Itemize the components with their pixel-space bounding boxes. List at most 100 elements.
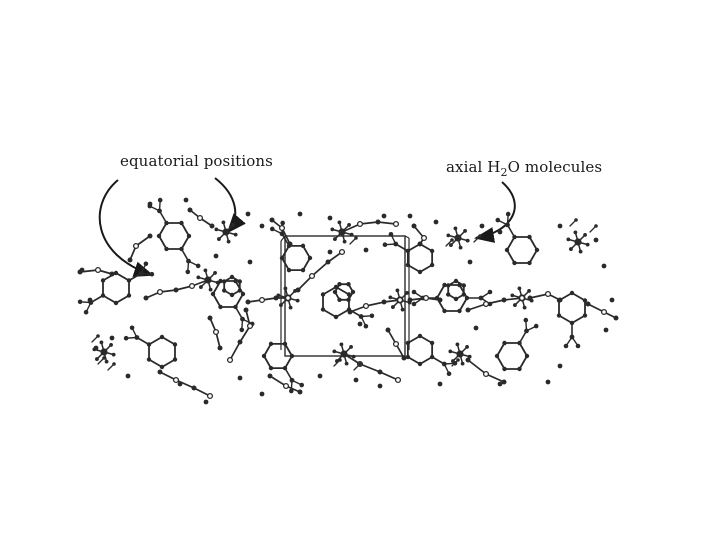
bond — [528, 236, 538, 251]
atom — [125, 373, 131, 379]
bond — [406, 356, 421, 365]
atom — [113, 300, 119, 306]
atom — [79, 267, 85, 273]
atom — [77, 299, 83, 305]
atom — [417, 269, 423, 275]
atom — [147, 201, 153, 207]
atom — [578, 249, 583, 254]
atom — [461, 283, 466, 288]
atom — [243, 307, 249, 313]
atom — [109, 343, 113, 347]
atom — [109, 271, 115, 277]
bond — [180, 222, 190, 237]
atom — [320, 292, 326, 297]
atom — [337, 220, 342, 225]
atom — [282, 382, 290, 390]
atom — [338, 358, 342, 362]
atom — [465, 345, 469, 349]
atom — [231, 223, 235, 227]
atom — [407, 297, 413, 303]
atom — [195, 263, 201, 269]
atom — [179, 220, 184, 226]
bond — [302, 244, 311, 259]
bond — [158, 235, 168, 250]
atom — [289, 353, 295, 359]
atom — [569, 290, 575, 296]
atom — [557, 363, 563, 369]
bond — [269, 375, 287, 387]
bond — [148, 358, 163, 368]
atom — [433, 219, 439, 225]
atom — [339, 342, 344, 347]
atom — [213, 253, 219, 259]
atom — [510, 293, 515, 298]
atom — [203, 399, 209, 405]
atom — [494, 353, 500, 359]
atom — [362, 302, 370, 310]
atom — [286, 267, 292, 273]
atom — [566, 237, 571, 242]
unit-cell-edge — [404, 235, 410, 239]
bond — [234, 293, 244, 308]
atom — [446, 371, 452, 376]
atom — [217, 237, 221, 241]
atom — [563, 343, 569, 349]
atom — [95, 357, 99, 361]
bond — [297, 275, 313, 291]
atom — [442, 282, 447, 288]
atom — [396, 296, 404, 304]
bond — [419, 264, 434, 273]
atom — [495, 217, 501, 223]
atom — [349, 345, 353, 349]
atom — [245, 211, 251, 217]
bond — [467, 359, 487, 375]
atom — [460, 361, 465, 366]
atom — [295, 298, 300, 303]
atom — [113, 270, 119, 276]
atom — [392, 340, 400, 348]
atom — [600, 308, 608, 316]
bond — [284, 355, 293, 370]
atom — [517, 286, 522, 291]
bond — [239, 325, 251, 343]
atom — [196, 214, 204, 222]
atom — [395, 288, 400, 293]
atom — [297, 211, 303, 217]
atom — [289, 388, 294, 394]
atom — [465, 238, 470, 243]
bond — [558, 314, 573, 324]
atom — [300, 243, 306, 249]
atom — [458, 245, 463, 250]
atom — [375, 219, 381, 225]
bond — [335, 308, 350, 318]
atom — [437, 381, 443, 387]
atom — [325, 259, 331, 265]
atom — [217, 345, 223, 351]
atom — [186, 233, 192, 239]
atom — [575, 343, 581, 349]
arrow-equatorial-1 — [98, 179, 154, 277]
atom — [157, 197, 163, 203]
atom — [453, 226, 458, 231]
atom — [267, 373, 273, 379]
atom — [123, 335, 129, 341]
atom — [183, 197, 189, 203]
atom — [112, 362, 116, 366]
bond — [571, 314, 586, 324]
atom — [381, 299, 387, 305]
atom — [411, 289, 417, 295]
atom — [513, 303, 517, 307]
axial-label-prefix: axial H — [446, 158, 501, 176]
atom — [240, 291, 246, 297]
atom — [388, 295, 393, 300]
bond — [180, 235, 190, 250]
bond — [406, 335, 421, 344]
atom — [354, 236, 358, 240]
atom — [246, 322, 254, 330]
atom — [344, 361, 349, 366]
bond — [506, 236, 516, 251]
atom — [269, 217, 275, 223]
atom — [609, 297, 615, 303]
atom — [449, 243, 453, 247]
bond — [322, 308, 337, 318]
